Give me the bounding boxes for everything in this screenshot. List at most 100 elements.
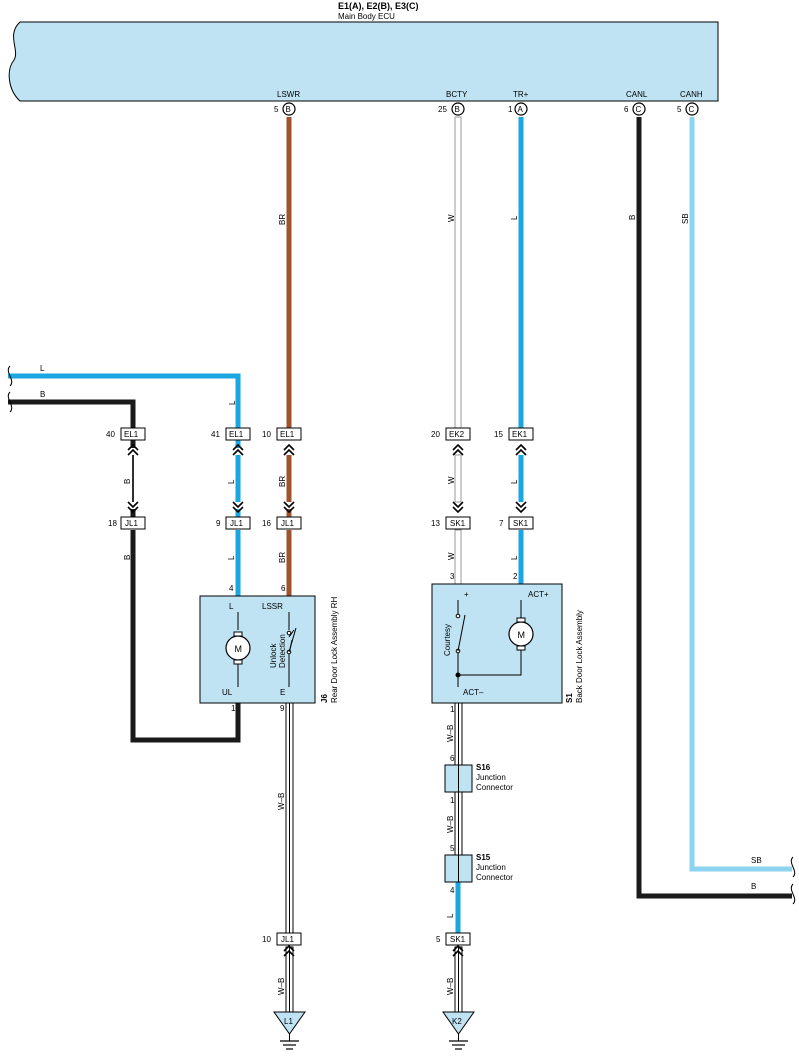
j6-pin-e: E: [280, 688, 285, 697]
connector-ek2-20: EK2 20: [431, 427, 471, 441]
connector-jl1-10-bottom: JL1 10: [262, 932, 302, 946]
label-right-b: B: [751, 882, 756, 891]
j6-motor-icon: M: [225, 631, 251, 665]
svg-text:9: 9: [280, 704, 285, 713]
ecu-num-canl: 6: [624, 105, 629, 114]
ecu-conn-trplus: A: [518, 105, 524, 114]
svg-text:1: 1: [231, 704, 236, 713]
j6-rear-door-lock-assembly: L LSSR UL E 4 6 1 9 M Unlock Detection: [199, 584, 316, 713]
svg-text:5: 5: [450, 844, 455, 853]
s1-pin-plus: +: [464, 590, 469, 599]
label-c3-a: BR: [278, 476, 287, 487]
svg-text:Junction: Junction: [476, 773, 506, 782]
wire-canl-b: [636, 117, 792, 899]
connector-el1-41: EL1 41: [211, 427, 251, 441]
j6-code: J6: [320, 694, 329, 703]
svg-text:10: 10: [262, 935, 271, 944]
svg-text:S15: S15: [476, 853, 491, 862]
label-j6-wb: W–B: [277, 793, 286, 810]
svg-text:EL1: EL1: [229, 430, 244, 439]
connector-sk1-13: SK1 13: [431, 516, 471, 530]
ecu-num-lswr: 5: [274, 105, 279, 114]
connector-jl1-18: JL1 18: [108, 516, 146, 530]
label-c2-b: L: [227, 479, 236, 484]
ecu-title: E1(A), E2(B), E3(C): [338, 1, 419, 11]
wire-b-to-ul: [130, 530, 241, 743]
s1-back-door-lock-assembly: + ACT+ ACT– 3 2 1 M Courtesy: [431, 572, 563, 714]
connector-jl1-9: JL1 9: [216, 516, 251, 530]
svg-text:Junction: Junction: [476, 863, 506, 872]
wire-canh-sb: [689, 117, 792, 872]
wire-w-bcty: [454, 116, 462, 585]
connector-jl1-16: JL1 16: [262, 516, 302, 530]
svg-text:K2: K2: [452, 1017, 462, 1026]
wire-j6-wb: [285, 702, 294, 1013]
s15-junction-connector: 5 4 S15 Junction Connector: [444, 844, 513, 895]
svg-text:JL1: JL1: [281, 935, 294, 944]
svg-text:6: 6: [450, 754, 455, 763]
s16-junction-connector: 6 1 S16 Junction Connector: [444, 754, 513, 805]
wire-left-b: [8, 399, 136, 430]
ecu-conn-lswr: B: [286, 105, 291, 114]
label-c4-b: W: [447, 552, 456, 560]
s1-pin-act-plus: ACT+: [528, 590, 549, 599]
label-c2-c: L: [227, 555, 236, 560]
ground-k2-icon: K2: [442, 1011, 475, 1050]
connector-el1-40: EL1 40: [106, 427, 146, 441]
svg-text:13: 13: [431, 519, 440, 528]
svg-text:3: 3: [450, 572, 455, 581]
svg-text:M: M: [235, 644, 243, 654]
svg-text:7: 7: [499, 519, 504, 528]
ecu-pin-bcty: BCTY: [446, 90, 468, 99]
j6-switch-label-1: Unlock: [269, 643, 278, 668]
svg-text:SK1: SK1: [450, 935, 466, 944]
svg-text:41: 41: [211, 430, 220, 439]
label-c5-b: L: [510, 555, 519, 560]
label-k2-wb: W–B: [446, 978, 455, 995]
svg-text:9: 9: [216, 519, 221, 528]
svg-text:1: 1: [450, 796, 455, 805]
ecu-pin-lswr: LSWR: [277, 90, 300, 99]
label-sb-top: SB: [681, 213, 690, 224]
label-br-top: BR: [278, 214, 287, 225]
label-s16-wb: W–B: [446, 816, 455, 833]
connector-sk1-7: SK1 7: [499, 516, 534, 530]
label-c1-a: B: [123, 479, 132, 484]
ecu-conn-bcty: B: [455, 105, 460, 114]
label-c2-a: L: [228, 400, 237, 405]
label-w-top: W: [447, 214, 456, 222]
label-left-l: L: [40, 364, 45, 373]
svg-text:EK1: EK1: [512, 430, 528, 439]
svg-text:Connector: Connector: [476, 873, 513, 882]
label-j6-wb2: W–B: [277, 978, 286, 995]
s1-pin-act-minus: ACT–: [463, 688, 484, 697]
wire-left-l: [8, 373, 241, 430]
s1-switch-label: Courtesy: [443, 624, 452, 656]
svg-text:16: 16: [262, 519, 271, 528]
ecu-pin-canh: CANH: [680, 90, 703, 99]
svg-text:4: 4: [229, 584, 234, 593]
label-c1-b: B: [123, 555, 132, 560]
svg-text:2: 2: [513, 572, 518, 581]
svg-text:EL1: EL1: [280, 430, 295, 439]
svg-text:Connector: Connector: [476, 783, 513, 792]
ecu-subtitle: Main Body ECU: [338, 12, 395, 21]
svg-text:JL1: JL1: [281, 519, 294, 528]
svg-text:JL1: JL1: [230, 519, 243, 528]
j6-pin-ul: UL: [222, 688, 233, 697]
j6-pin-l: L: [229, 602, 234, 611]
svg-text:1: 1: [450, 705, 455, 714]
svg-text:L1: L1: [284, 1017, 293, 1026]
ecu-num-bcty: 25: [438, 105, 447, 114]
svg-text:20: 20: [431, 430, 440, 439]
svg-text:SK1: SK1: [450, 519, 466, 528]
svg-text:M: M: [518, 630, 526, 640]
ground-l1-icon: L1: [273, 1011, 306, 1050]
label-c4-a: W: [447, 476, 456, 484]
label-c5-a: L: [510, 479, 519, 484]
svg-text:SK1: SK1: [513, 519, 529, 528]
ecu-pin-trplus: TR+: [513, 90, 529, 99]
main-body-ecu: E1(A), E2(B), E3(C) Main Body ECU: [8, 1, 719, 102]
svg-text:S16: S16: [476, 763, 491, 772]
